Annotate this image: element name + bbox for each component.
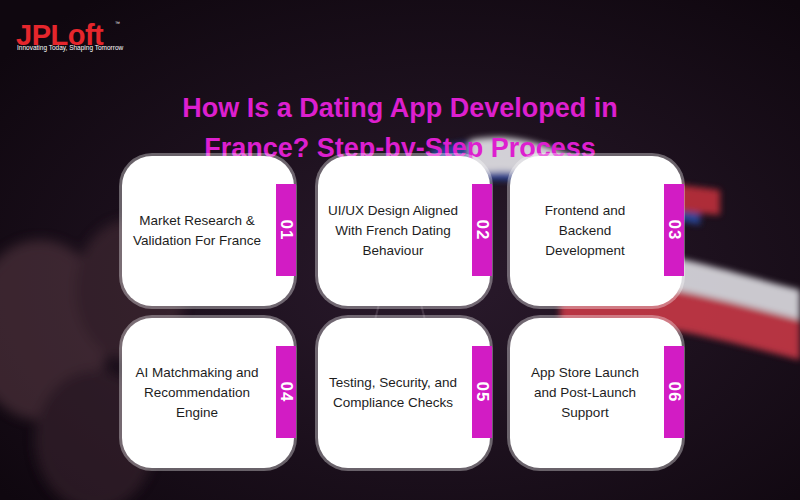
step-number: 06: [664, 382, 684, 403]
step-tab: 05: [472, 346, 492, 438]
brand-tagline: Innovating Today, Shaping Tomorrow: [17, 44, 123, 52]
step-card: Testing, Security, and Compliance Checks…: [318, 318, 490, 468]
step-tab: 02: [472, 184, 492, 276]
step-number: 04: [276, 382, 296, 403]
step-label: Market Research & Validation For France: [132, 211, 262, 251]
step-label: Testing, Security, and Compliance Checks: [328, 373, 458, 413]
step-card: AI Matchmaking and Recommendation Engine…: [122, 318, 294, 468]
step-tab: 06: [664, 346, 684, 438]
step-tab: 01: [276, 184, 296, 276]
step-card: Market Research & Validation For France 0…: [122, 156, 294, 306]
step-label: Frontend and Backend Development: [520, 201, 650, 261]
step-number: 01: [276, 220, 296, 241]
step-card: Frontend and Backend Development 03: [510, 156, 682, 306]
step-label: UI/UX Design Aligned With French Dating …: [328, 201, 458, 261]
step-number: 03: [664, 220, 684, 241]
step-number: 02: [472, 220, 492, 241]
step-card: App Store Launch and Post-Launch Support…: [510, 318, 682, 468]
step-label: AI Matchmaking and Recommendation Engine: [132, 363, 262, 423]
step-number: 05: [472, 382, 492, 403]
step-card: UI/UX Design Aligned With French Dating …: [318, 156, 490, 306]
step-label: App Store Launch and Post-Launch Support: [520, 363, 650, 423]
trademark-mark: ™: [115, 20, 120, 26]
step-tab: 04: [276, 346, 296, 438]
step-tab: 03: [664, 184, 684, 276]
